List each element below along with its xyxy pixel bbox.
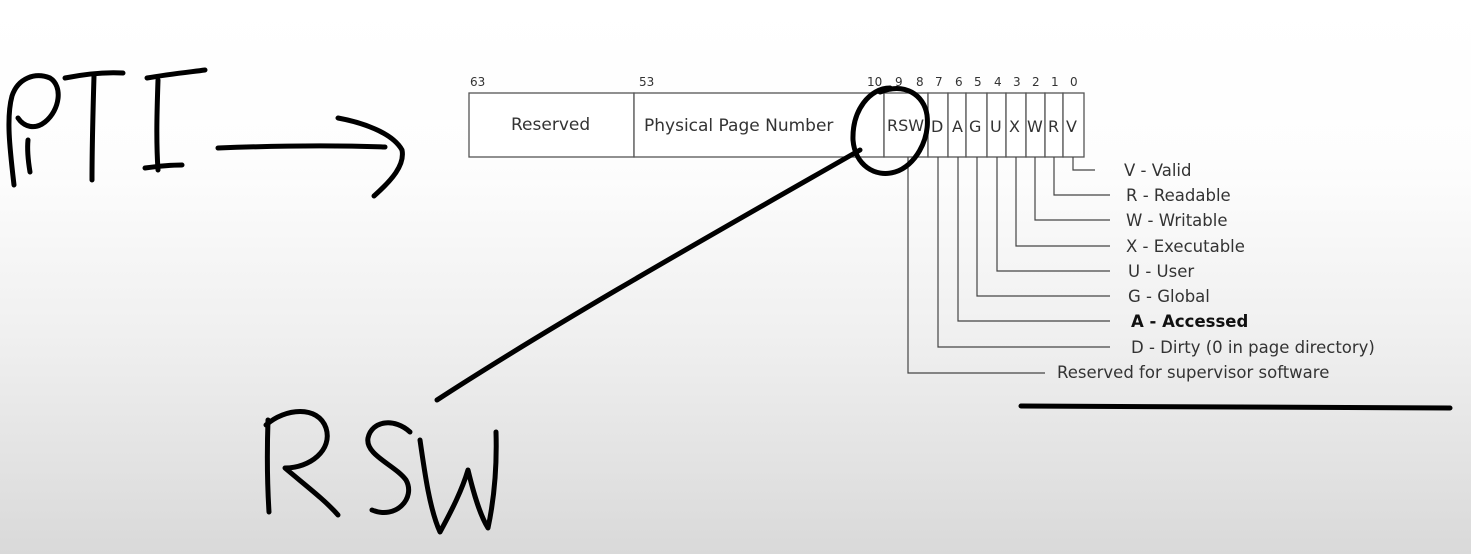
legend-dirty: D - Dirty (0 in page directory) [1131,338,1375,357]
bit-number-5: 5 [974,75,982,89]
ink-letter-p [6,73,61,188]
field-w-label: W [1027,117,1043,136]
bit-number-row: 63 53 10 9 8 7 6 5 4 3 2 1 0 [470,75,1078,89]
field-r-label: R [1048,117,1059,136]
leader-line-u [996,157,1110,272]
ink-underline [1018,403,1453,411]
field-reserved-box [468,92,635,158]
ink-letter-p-stem [25,137,33,175]
ink-annotations [6,67,1453,535]
field-ppn-label: Physical Page Number [644,116,833,136]
field-a-label: A [952,117,963,136]
bit-number-9: 9 [895,75,903,89]
field-v-label: V [1066,117,1077,136]
ink-letter-f-top [144,67,208,81]
bit-number-7: 7 [935,75,943,89]
bit-number-10: 10 [867,75,882,89]
field-ppn-box [633,92,885,158]
legend-executable: X - Executable [1126,237,1245,256]
bit-number-3: 3 [1013,75,1021,89]
ink-letter-s [365,420,413,515]
ink-letter-f-stem [154,77,161,173]
field-rsw-label: RSW [887,116,924,135]
field-u-label: U [990,117,1002,136]
field-reserved-label: Reserved [511,115,590,135]
leader-line-x [1015,157,1110,247]
bit-number-53: 53 [639,75,654,89]
field-g-label: G [969,117,981,136]
leader-line-d [937,157,1110,348]
leader-line-rsw [907,157,1045,374]
leader-line-w [1034,157,1110,221]
leader-lines [907,157,1110,374]
leader-line-r [1053,157,1110,196]
bit-number-1: 1 [1051,75,1059,89]
ink-arrow-head [335,115,405,199]
ink-letter-w [417,429,499,535]
bit-number-6: 6 [955,75,963,89]
ink-letter-r-bowl [263,409,341,518]
bit-number-0: 0 [1070,75,1078,89]
legend-user: U - User [1128,262,1194,281]
leader-line-v [1072,157,1095,171]
flag-legend: V - Valid R - Readable W - Writable X - … [1057,161,1375,382]
legend-rsw: Reserved for supervisor software [1057,363,1329,382]
ink-letter-f-bottom [142,162,185,171]
legend-accessed: A - Accessed [1131,312,1248,331]
legend-writable: W - Writable [1126,211,1228,230]
ink-circle-rsw [850,85,930,176]
legend-global: G - Global [1128,287,1210,306]
bit-number-2: 2 [1032,75,1040,89]
leader-line-a [957,157,1110,322]
bit-number-4: 4 [994,75,1002,89]
ink-letter-r-stem [264,417,272,515]
bit-number-63: 63 [470,75,485,89]
field-x-label: X [1009,117,1020,136]
leader-line-g [976,157,1110,297]
field-d-label: D [931,117,943,136]
legend-readable: R - Readable [1126,186,1231,205]
ink-arrow-shaft [215,143,388,151]
ink-pointer-line [434,147,863,403]
bit-number-8: 8 [916,75,924,89]
ink-letter-t-stem [89,73,97,183]
legend-valid: V - Valid [1124,161,1192,180]
pte-field-labels: Reserved Physical Page Number RSW D A G … [511,115,1077,136]
